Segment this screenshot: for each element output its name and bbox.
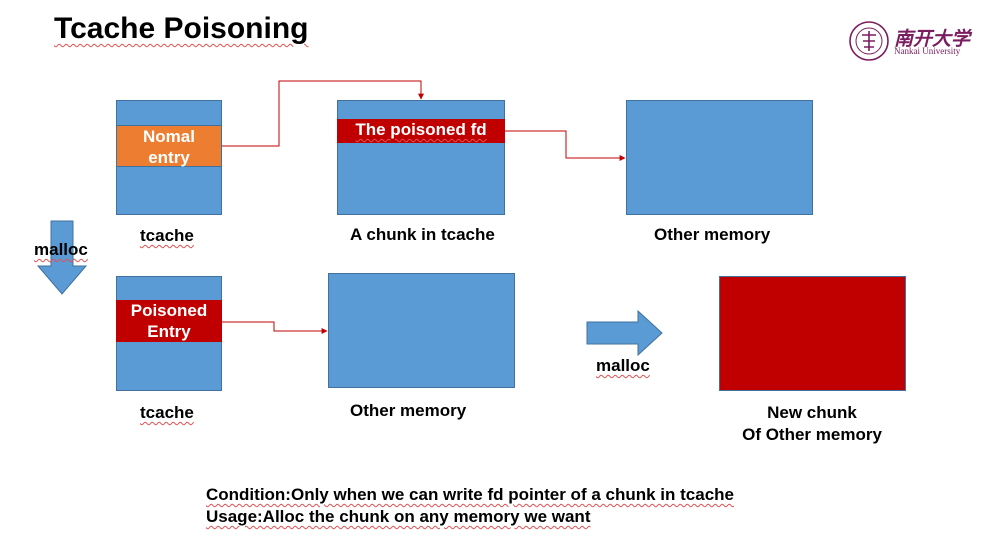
normal-entry: Nomal entry [116,125,222,167]
logo-chinese-text: 南开大学 [894,28,971,50]
other-memory-label-bottom: Other memory [350,401,467,420]
new-chunk-label-line-1: New chunk [767,403,857,422]
arrow-entry-to-chunk [222,80,424,147]
usage-text: Usage:Alloc the chunk on any memory we w… [206,507,591,526]
other-memory-label-top: Other memory [654,225,771,244]
poisoned-entry-line-1: Poisoned [130,301,208,320]
chunk-in-tcache-label: A chunk in tcache [350,225,495,244]
arrow-fd-to-other-memory [505,130,626,161]
condition-text: Condition:Only when we can write fd poin… [206,485,734,504]
nankai-university-seal-icon [849,21,889,61]
tcache-label-top: tcache [140,226,194,245]
new-chunk-block [719,276,906,391]
malloc-label-right: malloc [596,356,650,375]
down-arrow-icon [36,220,88,295]
other-memory-block-top [626,100,813,215]
new-chunk-label-line-2: Of Other memory [742,425,882,444]
malloc-label-left: malloc [34,240,88,259]
normal-entry-line-2: entry [148,148,190,167]
poisoned-entry-line-2: Entry [147,322,191,341]
right-arrow-icon [586,310,663,356]
poisoned-fd-label: The poisoned fd [355,120,487,139]
poisoned-entry: Poisoned Entry [116,300,222,342]
logo-english-text: Nankai University [894,46,961,56]
new-chunk-label: New chunk Of Other memory [712,402,912,446]
tcache-label-bottom: tcache [140,403,194,422]
arrow-poisoned-entry-to-memory [222,321,328,334]
other-memory-block-bottom [328,273,515,388]
slide-title: Tcache Poisoning [54,12,309,45]
poisoned-fd-field: The poisoned fd [337,119,505,143]
normal-entry-line-1: Nomal [143,127,195,146]
